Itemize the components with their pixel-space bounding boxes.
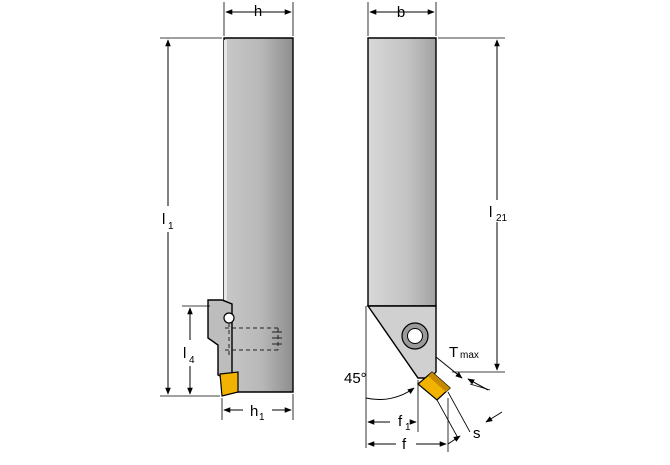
dim-angle-label: 45° [344, 370, 367, 387]
dim-l1-label: l [162, 211, 165, 228]
dim-l1-sub: 1 [168, 221, 174, 232]
dim-s-label: s [473, 425, 481, 442]
right-shank-body [367, 37, 437, 307]
dim-f-label: f [402, 436, 407, 453]
dim-f1-sub: 1 [405, 422, 411, 433]
clamp-screw-icon [223, 312, 235, 324]
dim-l4-sub: 4 [189, 355, 195, 366]
hidden-screw-head [272, 331, 282, 345]
left-head-clamp [207, 299, 233, 379]
insert-screw-hole [407, 328, 423, 344]
dim-h-label: h [254, 3, 262, 20]
left-insert [219, 371, 239, 397]
dim-tmax-sub: max [460, 350, 479, 361]
top-view: b l 21 T max 45° s f 1 f [344, 2, 508, 453]
right-insert-shade [428, 372, 450, 392]
dim-l21-label: l [489, 204, 492, 221]
dim-h1-sub: 1 [259, 412, 265, 423]
dim-h1-label: h [250, 403, 258, 420]
dim-f1-label: f [398, 413, 403, 430]
side-view: h l 1 l 4 h 1 [160, 2, 294, 423]
left-edge-strip [224, 40, 227, 300]
dim-b-label: b [397, 4, 405, 21]
dim-l21-sub: 21 [496, 213, 508, 224]
dim-l4-label: l [183, 345, 186, 362]
dim-tmax-label: T [449, 344, 458, 361]
